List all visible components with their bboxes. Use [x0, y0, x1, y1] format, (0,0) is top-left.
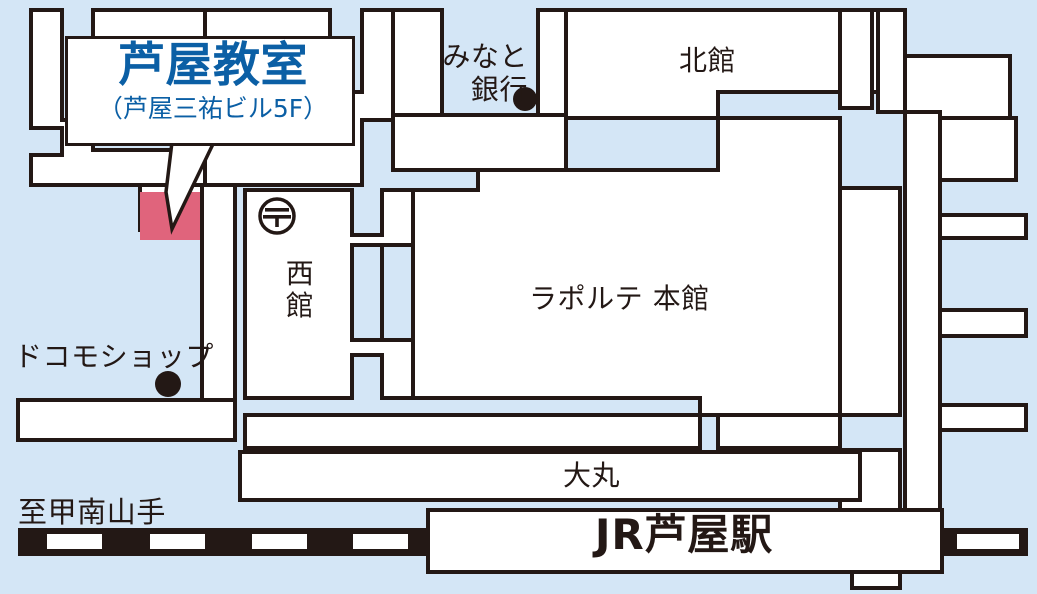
post-office-icon	[258, 197, 296, 235]
road-right-stub-4	[938, 403, 1028, 432]
label-docomo-shop: ドコモショップ	[14, 340, 214, 373]
block-topright-a	[876, 8, 907, 114]
slot-nishikan-gap	[352, 245, 382, 340]
callout-subtitle: （芦屋三祐ビル5F）	[97, 94, 329, 123]
rail-tie-1	[47, 534, 102, 549]
block-right-col-2	[838, 186, 902, 417]
block-mid-strip-2	[716, 413, 842, 450]
road-vertical-right	[903, 110, 942, 562]
rail-tie-3	[252, 534, 307, 549]
road-horizontal-left	[16, 398, 237, 442]
label-nishi-kan: 西 館	[285, 257, 315, 323]
road-top-horizontal-1	[391, 113, 568, 172]
label-laporte-main: ラポルテ 本館	[529, 282, 710, 315]
label-daimaru: 大丸	[563, 459, 621, 492]
rail-tie-4	[353, 534, 408, 549]
road-right-stub-3	[938, 308, 1028, 338]
label-to-konanyamate: 至甲南山手	[18, 495, 166, 529]
label-minato-bank: みなと 銀行	[442, 40, 528, 107]
railway-line	[18, 528, 1028, 556]
block-station-stub	[850, 570, 902, 590]
road-right-stub-1	[938, 116, 1018, 182]
callout-title: 芦屋教室	[118, 38, 308, 93]
block-bank-right	[536, 8, 568, 117]
road-right-stub-2	[938, 213, 1028, 240]
block-mid-strip-1	[243, 413, 702, 450]
block-right-col-1	[838, 8, 874, 110]
block-daimaru	[238, 450, 862, 502]
label-kita-kan: 北館	[679, 44, 737, 77]
label-jr-ashiya-station: JR芦屋駅	[594, 510, 774, 559]
slot-nishikan-gap-outline	[350, 243, 384, 342]
rail-tie-5	[957, 534, 1019, 549]
callout-ashiya-classroom[interactable]: 芦屋教室 （芦屋三祐ビル5F）	[65, 36, 355, 146]
rail-tie-2	[150, 534, 205, 549]
block-laporte-main	[411, 116, 842, 417]
docomo-shop-marker-icon	[155, 371, 181, 397]
minato-bank-marker-icon	[513, 87, 537, 111]
